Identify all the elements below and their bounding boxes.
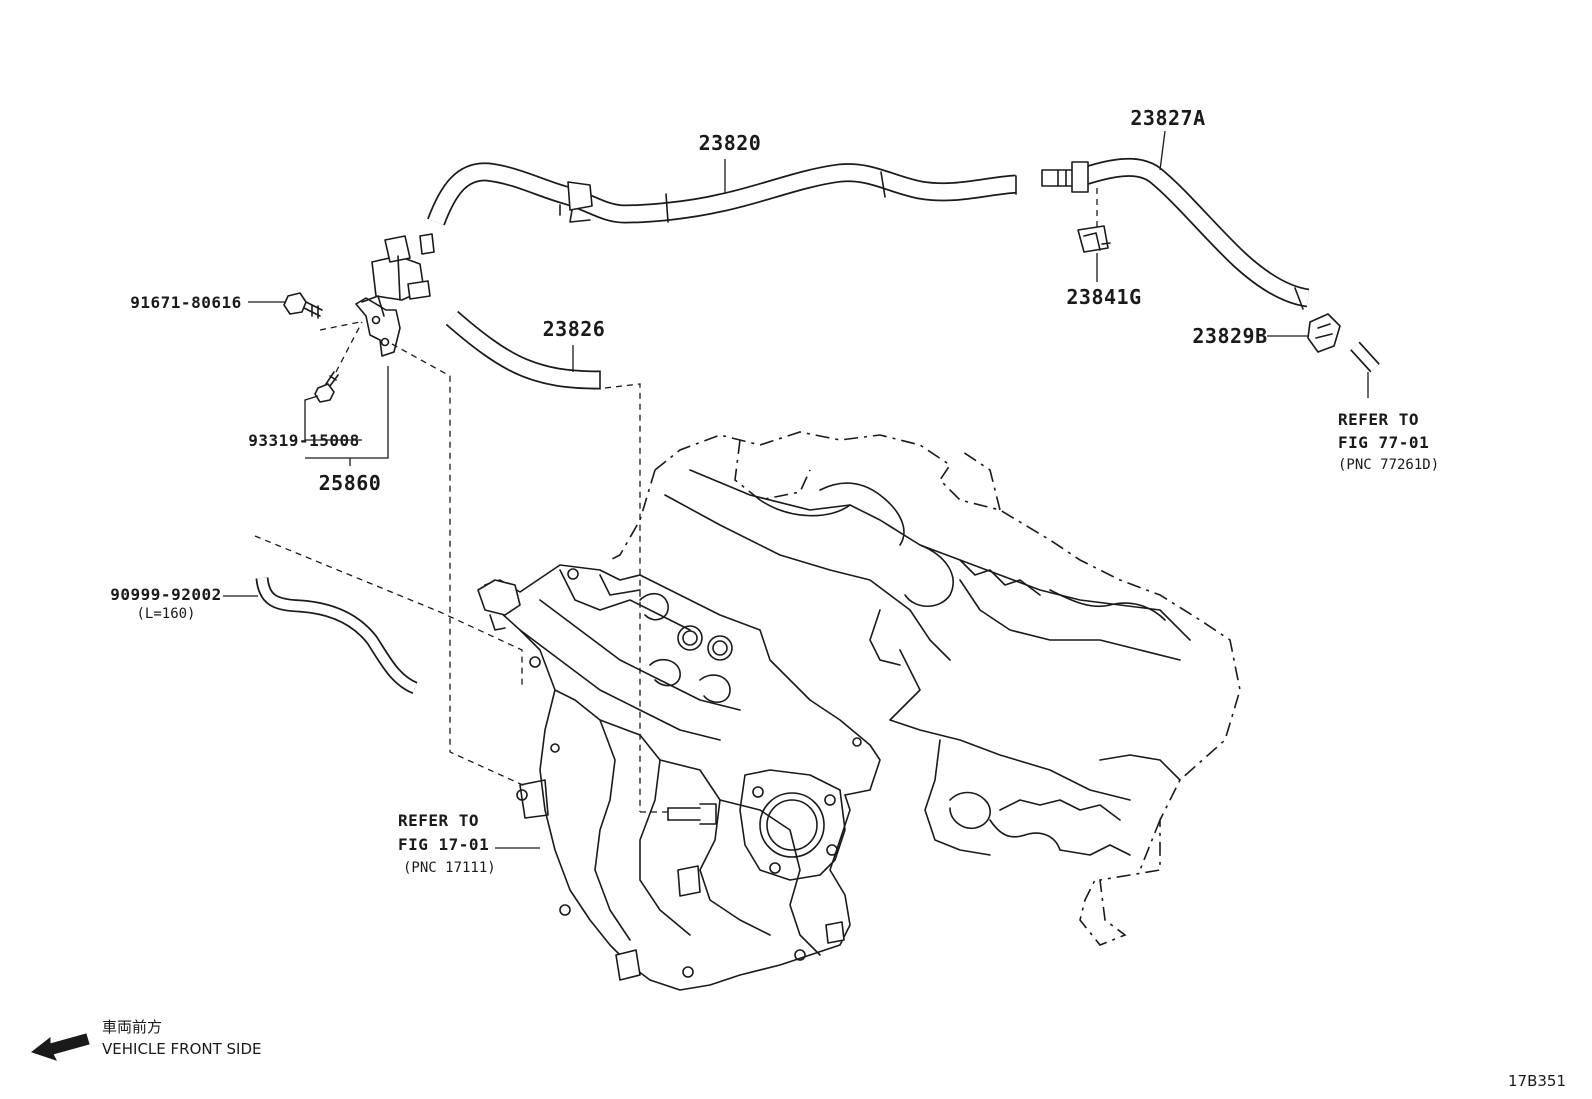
- assembly-lines: [254, 321, 668, 813]
- clip-23841G: [1077, 188, 1111, 253]
- label-23829B: 23829B: [1192, 324, 1267, 348]
- ref-77-line2: FIG 77-01: [1338, 433, 1429, 452]
- label-23841G: 23841G: [1066, 285, 1141, 309]
- leader-lines: [223, 130, 1369, 849]
- diagram-code: 17B351: [1508, 1072, 1566, 1090]
- ref-17-line1: REFER TO: [398, 811, 479, 830]
- label-hose-length: (L=160): [136, 606, 195, 622]
- label-90999-92002: 90999-92002: [110, 585, 221, 604]
- arrow-left-icon: [30, 1033, 90, 1061]
- ref-17-line2: FIG 17-01: [398, 835, 489, 854]
- ref-77-line3: (PNC 77261D): [1338, 457, 1439, 473]
- label-23826: 23826: [543, 317, 606, 341]
- clip-23829B: [1307, 313, 1380, 373]
- ref-17-line3: (PNC 17111): [403, 860, 496, 876]
- label-23827A: 23827A: [1130, 106, 1205, 130]
- engine-detail: [664, 469, 1191, 856]
- hose-23826: [445, 310, 601, 390]
- label-23820: 23820: [699, 131, 762, 155]
- engine-outline: [609, 431, 1241, 946]
- vsv-25860: [355, 233, 435, 357]
- label-93319-15008: 93319-15008: [248, 431, 359, 450]
- intake-manifold: [477, 564, 881, 991]
- hose-23820: [427, 162, 1017, 226]
- bolt-93319: [314, 371, 339, 403]
- label-25860: 25860: [319, 471, 382, 495]
- hose-23827A: [1041, 157, 1310, 310]
- direction-label-en: VEHICLE FRONT SIDE: [102, 1040, 262, 1058]
- hose-90999: [255, 577, 418, 695]
- ref-77-line1: REFER TO: [1338, 410, 1419, 429]
- direction-label-jp: 車両前方: [102, 1018, 162, 1036]
- label-91671-80616: 91671-80616: [130, 293, 241, 312]
- bolt-91671: [283, 292, 323, 319]
